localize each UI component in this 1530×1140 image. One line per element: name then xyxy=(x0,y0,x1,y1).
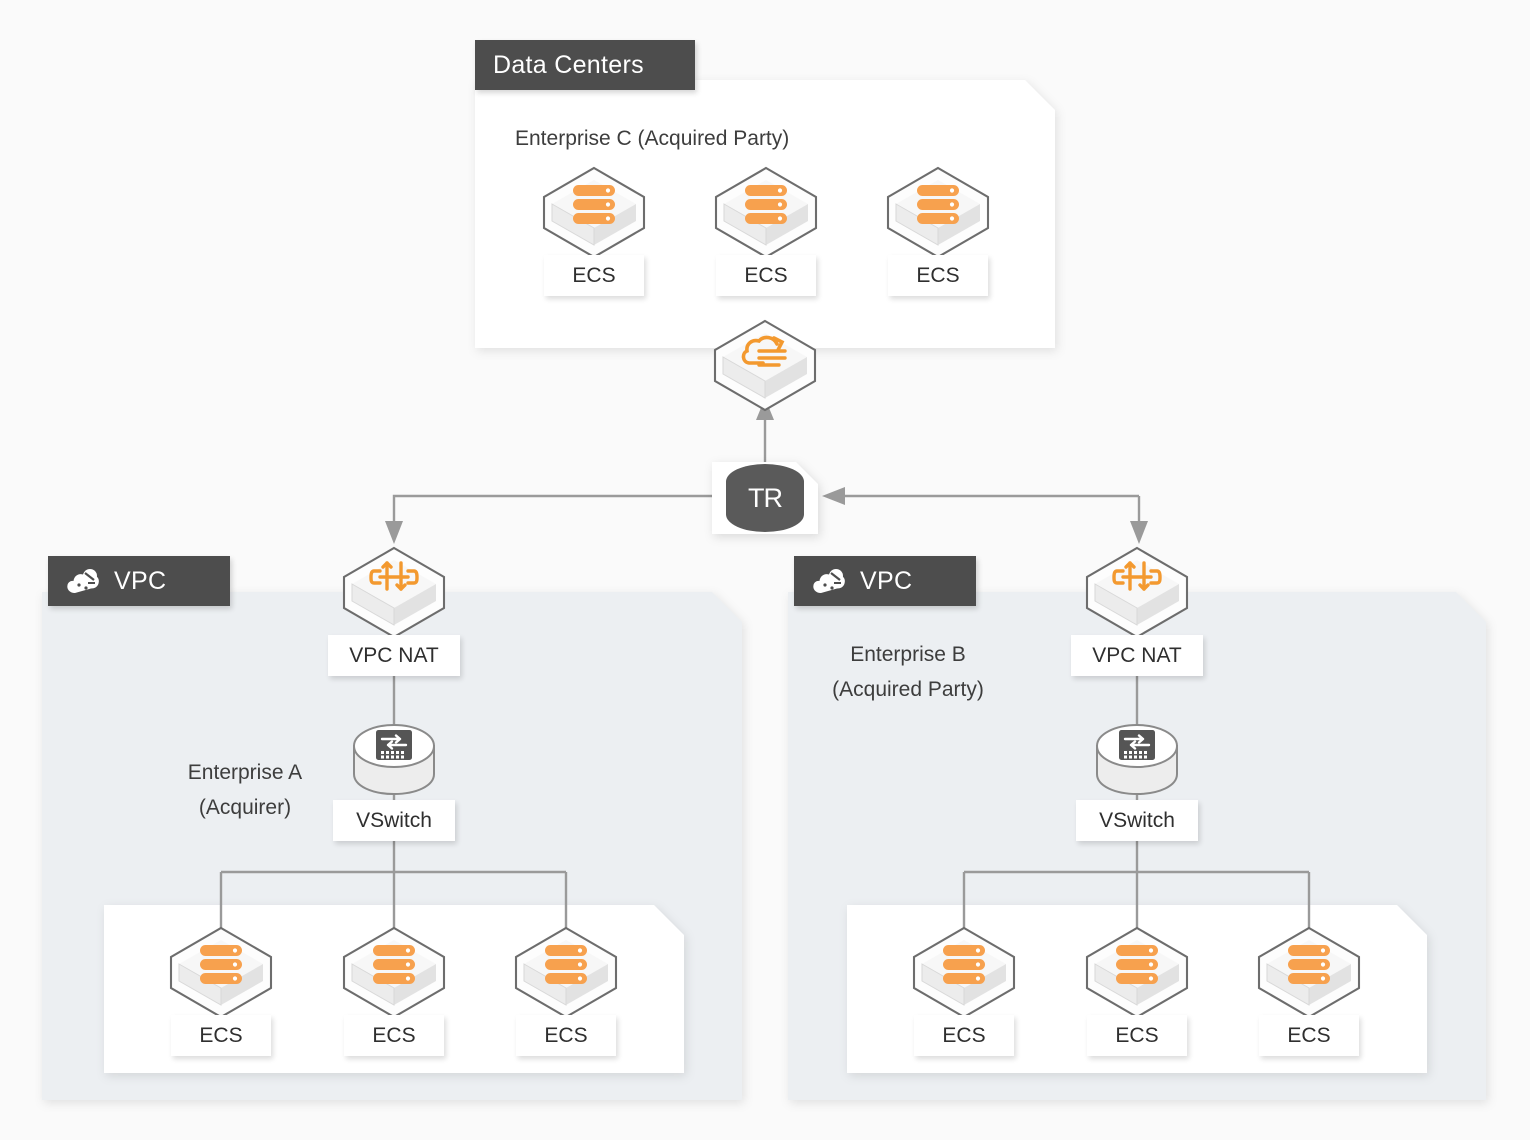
transit-router-card[interactable]: TR xyxy=(712,462,818,534)
ecs-cube-icon xyxy=(540,165,648,265)
ecs-cube-icon xyxy=(1255,925,1363,1025)
ecs-cube-icon xyxy=(910,925,1018,1025)
node-vpc-a-ecs-3[interactable]: ECS xyxy=(512,925,620,1056)
arrowhead-down-vpcb xyxy=(1130,521,1148,544)
node-vpc-a-vswitch-label: VSwitch xyxy=(333,800,455,841)
node-dc-ecs-2-label: ECS xyxy=(716,255,816,296)
node-vpc-b-nat-label: VPC NAT xyxy=(1071,635,1203,676)
vpc-cloud-icon xyxy=(812,567,846,595)
node-dc-ecs-1[interactable]: ECS xyxy=(540,165,648,296)
ecs-cube-icon xyxy=(512,925,620,1025)
vswitch-cylinder-icon xyxy=(351,722,437,805)
ecs-cube-icon xyxy=(167,925,275,1025)
node-dc-ecs-3[interactable]: ECS xyxy=(884,165,992,296)
badge-vpc-a-label: VPC xyxy=(114,566,167,595)
node-vpc-b-vswitch-label: VSwitch xyxy=(1076,800,1198,841)
node-vpc-a-nat-label: VPC NAT xyxy=(328,635,460,676)
arrowhead-left-tr xyxy=(822,487,845,505)
transit-router-label: TR xyxy=(748,482,782,513)
badge-vpc-b[interactable]: VPC xyxy=(794,556,976,606)
node-vpc-a-ecs-1[interactable]: ECS xyxy=(167,925,275,1056)
node-vpc-a-ecs-1-label: ECS xyxy=(171,1015,271,1056)
node-cloud-connect-gateway[interactable] xyxy=(711,318,819,413)
badge-data-centers[interactable]: Data Centers xyxy=(475,40,695,90)
badge-vpc-a[interactable]: VPC xyxy=(48,556,230,606)
nat-gateway-cube-icon xyxy=(1083,545,1191,645)
node-vpc-a-ecs-2-label: ECS xyxy=(344,1015,444,1056)
vswitch-cylinder-icon xyxy=(1094,722,1180,805)
node-vpc-b-ecs-3-label: ECS xyxy=(1259,1015,1359,1056)
node-vpc-b-nat[interactable]: VPC NAT xyxy=(1071,545,1203,676)
nat-gateway-cube-icon xyxy=(340,545,448,645)
ecs-cube-icon xyxy=(884,165,992,265)
node-vpc-b-vswitch[interactable]: VSwitch xyxy=(1076,722,1198,841)
badge-vpc-b-label: VPC xyxy=(860,566,913,595)
node-vpc-b-ecs-1-label: ECS xyxy=(914,1015,1014,1056)
node-vpc-b-ecs-2-label: ECS xyxy=(1087,1015,1187,1056)
transit-router-icon: TR xyxy=(726,464,804,532)
node-vpc-b-ecs-3[interactable]: ECS xyxy=(1255,925,1363,1056)
caption-enterprise-b: Enterprise B (Acquired Party) xyxy=(832,643,984,701)
ecs-cube-icon xyxy=(712,165,820,265)
node-vpc-b-ecs-1[interactable]: ECS xyxy=(910,925,1018,1056)
node-dc-ecs-1-label: ECS xyxy=(544,255,644,296)
ecs-cube-icon xyxy=(1083,925,1191,1025)
cloud-connect-cube-icon xyxy=(711,318,819,418)
arrowhead-down-vpca xyxy=(385,521,403,544)
node-vpc-a-ecs-2[interactable]: ECS xyxy=(340,925,448,1056)
wire-tr-to-vpca-nat xyxy=(392,494,712,528)
node-dc-ecs-2[interactable]: ECS xyxy=(712,165,820,296)
vpc-cloud-icon xyxy=(66,567,100,595)
node-vpc-a-vswitch[interactable]: VSwitch xyxy=(333,722,455,841)
transit-router-face: TR xyxy=(712,462,818,534)
node-dc-ecs-3-label: ECS xyxy=(888,255,988,296)
node-vpc-b-ecs-2[interactable]: ECS xyxy=(1083,925,1191,1056)
badge-data-centers-label: Data Centers xyxy=(493,50,644,79)
ecs-cube-icon xyxy=(340,925,448,1025)
node-vpc-a-ecs-3-label: ECS xyxy=(516,1015,616,1056)
caption-enterprise-c: Enterprise C (Acquired Party) xyxy=(515,127,790,150)
caption-enterprise-a: Enterprise A (Acquirer) xyxy=(187,761,303,819)
node-vpc-a-nat[interactable]: VPC NAT xyxy=(328,545,460,676)
